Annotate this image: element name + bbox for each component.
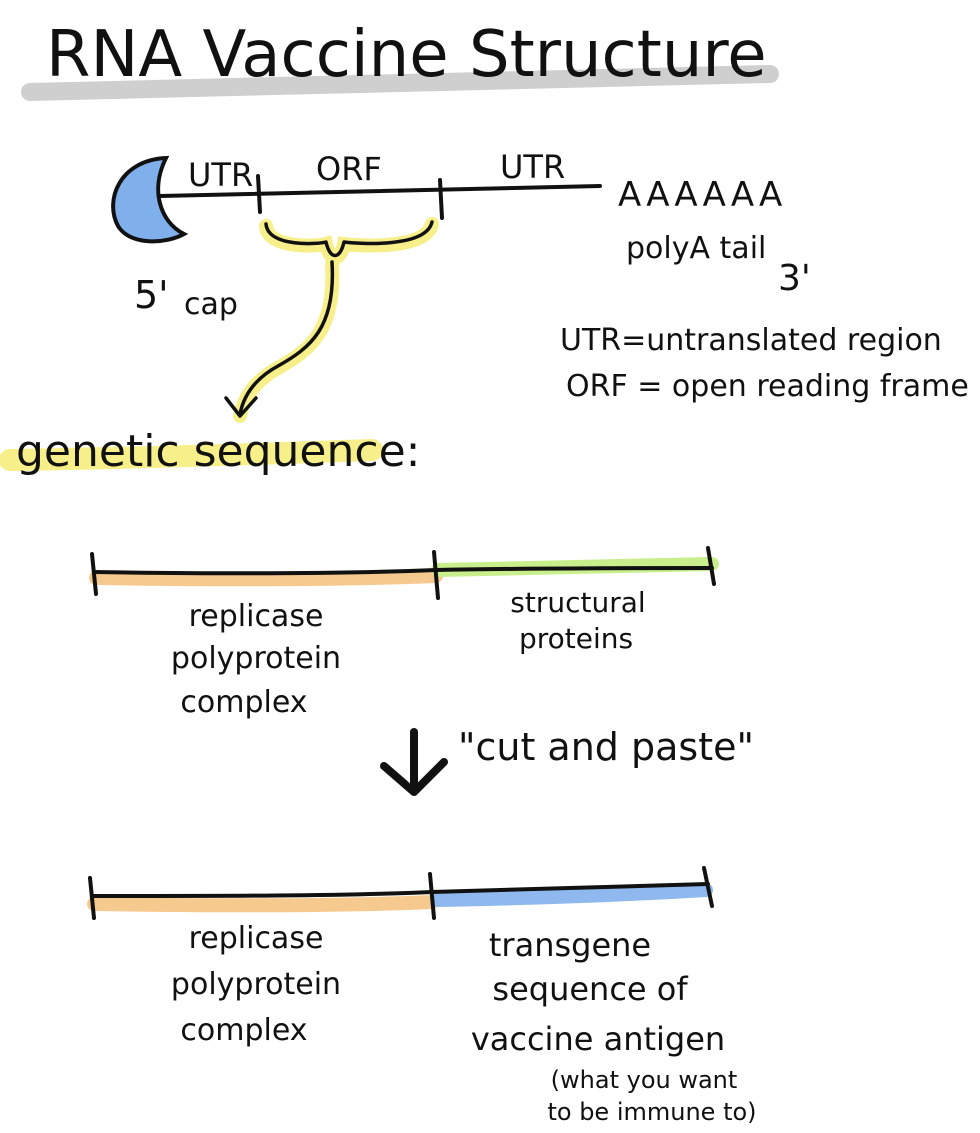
cut-and-paste-label: "cut and paste"	[458, 725, 754, 769]
page-title: RNA Vaccine Structure	[46, 18, 767, 92]
orf-brace	[264, 220, 434, 258]
three-prime-label: 3'	[778, 258, 811, 299]
replicase-bar-before	[89, 569, 443, 587]
sequence-after-mid-tick	[428, 872, 436, 920]
sequence-before-mid-tick	[432, 550, 440, 600]
sequence-before-start-tick	[90, 552, 98, 596]
title-underline	[21, 65, 779, 101]
replicase-label-after-1: replicase	[189, 921, 324, 956]
legend-utr: UTR=untranslated region	[560, 323, 942, 358]
orf-utr-boundary-tick	[438, 178, 444, 220]
genetic-sequence-highlight	[0, 439, 383, 471]
arrow-head-icon	[224, 396, 258, 418]
down-arrow-icon	[380, 758, 448, 796]
transgene-label-3: vaccine antigen	[471, 1020, 725, 1058]
replicase-label-before-2: polyprotein	[171, 641, 341, 676]
arrow-highlight	[233, 257, 340, 423]
cap-label: cap	[184, 287, 238, 322]
replicase-label-after-2: polyprotein	[171, 967, 341, 1002]
utr-orf-boundary-tick	[256, 174, 262, 214]
poly-a-tail-label: polyA tail	[626, 231, 766, 266]
replicase-bar-after	[87, 895, 439, 913]
genetic-sequence-label: genetic sequence:	[16, 426, 420, 477]
transgene-label-2: sequence of	[492, 970, 688, 1008]
replicase-label-before-1: replicase	[189, 599, 324, 634]
legend-orf: ORF = open reading frame	[566, 369, 969, 404]
immune-note-2: to be immune to)	[547, 1098, 756, 1126]
sequence-after-end-tick	[702, 866, 714, 908]
immune-note-1: (what you want	[551, 1066, 738, 1094]
antigen-bar	[431, 883, 713, 907]
sequence-before-end-tick	[706, 546, 716, 586]
sequence-after-start-tick	[88, 876, 96, 920]
segment-orf: ORF	[316, 150, 382, 188]
poly-a-sequence: AAAAAA	[618, 175, 786, 215]
segment-utr-5: UTR	[188, 156, 253, 194]
orf-to-sequence-arrow	[238, 260, 335, 416]
replicase-label-before-3: complex	[180, 685, 307, 720]
mrna-strand	[158, 184, 602, 198]
segment-utr-3: UTR	[500, 148, 565, 186]
structural-label-2: proteins	[519, 622, 633, 655]
transgene-label-1: transgene	[489, 926, 651, 964]
structural-label-1: structural	[510, 586, 645, 619]
replicase-label-after-3: complex	[180, 1013, 307, 1048]
five-prime-label: 5'	[134, 273, 169, 317]
five-prime-cap-icon	[111, 155, 189, 244]
